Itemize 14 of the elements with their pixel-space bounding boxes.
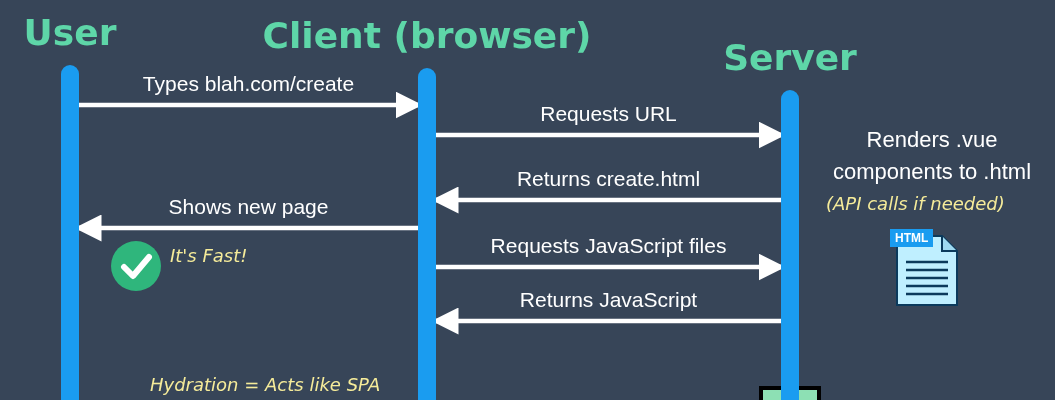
- lifeline-title: Server: [723, 37, 857, 78]
- edge-label: Requests URL: [540, 102, 677, 126]
- note-text: Renders .vue components to .html: [831, 126, 1033, 186]
- file-type-label: HTML: [890, 229, 934, 247]
- edge-label: Requests JavaScript files: [490, 234, 727, 258]
- note-text: It's Fast!: [170, 245, 248, 266]
- edge-label: Types blah.com/create: [142, 72, 355, 96]
- lifeline-title: User: [23, 12, 117, 53]
- note-text: Hydration = Acts like SPA: [150, 374, 381, 395]
- edge-label: Returns create.html: [516, 167, 701, 191]
- note-text: (API calls if needed): [826, 193, 1005, 214]
- edge-label: Shows new page: [168, 195, 329, 219]
- lifeline-title: Client (browser): [262, 15, 592, 56]
- edge-label: Returns JavaScript: [519, 288, 698, 312]
